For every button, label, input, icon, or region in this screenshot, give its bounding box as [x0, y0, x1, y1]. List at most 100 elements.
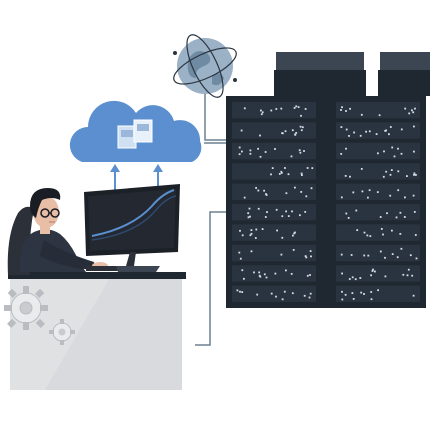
rack-led [261, 228, 264, 230]
server-rack-right [330, 52, 430, 308]
rack-led [413, 174, 415, 176]
rack-led [290, 155, 293, 158]
rack-led [349, 107, 351, 110]
rack-led [260, 113, 263, 116]
rack-led [370, 291, 373, 293]
rack-led [391, 253, 394, 255]
rack-led [340, 153, 343, 155]
rack-led [341, 298, 344, 301]
rack-led [258, 271, 261, 274]
rack-led [275, 108, 278, 110]
rack-led [384, 130, 387, 132]
rack-led [385, 129, 387, 132]
rack-led [248, 207, 251, 210]
rack-led [385, 170, 388, 173]
rack-unit [336, 244, 420, 262]
rack-led [367, 254, 370, 257]
rack-led [266, 211, 268, 213]
rack-led [284, 130, 287, 133]
rack-led [306, 167, 309, 169]
rack-led [371, 270, 374, 272]
rack-led [260, 109, 262, 112]
server-rack-left [226, 52, 366, 308]
rack-led [355, 209, 358, 212]
rack-led [391, 229, 393, 232]
globe-to-rack-line [204, 88, 236, 141]
rack-led [352, 191, 355, 194]
rack-led [257, 207, 260, 210]
rack-led [374, 270, 376, 273]
rack-led [241, 291, 244, 293]
rack-led [259, 155, 262, 158]
rack-led [340, 253, 343, 256]
rack-led [263, 273, 266, 276]
rack-led [292, 249, 295, 251]
rack-led [378, 114, 381, 117]
rack-led [351, 276, 354, 279]
rack-led [258, 274, 261, 277]
rack-led [369, 235, 372, 237]
rack-led [239, 229, 241, 232]
rack-led [399, 233, 402, 235]
rack-led [363, 254, 366, 257]
monitor [84, 184, 180, 272]
rack-led [303, 150, 305, 152]
rack-led [304, 108, 307, 110]
connector-lines [195, 88, 236, 346]
rack-led [270, 109, 273, 112]
rack-divider [322, 96, 330, 308]
rack-led [412, 294, 415, 297]
rack-led [411, 274, 414, 277]
rack-led [300, 172, 303, 175]
gear-small-icon [49, 319, 75, 345]
rack-led [297, 106, 300, 108]
rack-unit [336, 285, 420, 302]
rack-led [403, 216, 406, 218]
rack-led [276, 229, 278, 232]
rack-led [280, 107, 283, 110]
rack-led [247, 212, 250, 215]
rack-led [243, 196, 246, 199]
rack-led [363, 231, 366, 234]
rack-led [386, 212, 388, 215]
cloud-icon [69, 100, 202, 162]
rack-led [412, 111, 415, 114]
rack-led [241, 150, 243, 153]
rack-led [365, 130, 367, 133]
rack-led [360, 291, 363, 294]
rack-led [340, 109, 342, 111]
rack-led [402, 273, 405, 276]
rack-led [264, 216, 267, 218]
desk-to-rack-line [195, 211, 236, 346]
rack-led [389, 173, 392, 176]
rack-led [249, 152, 252, 155]
rack-led [270, 173, 272, 176]
rack-led [303, 294, 306, 297]
rack-led [250, 229, 253, 231]
rack-led [376, 191, 379, 193]
rack-led [285, 269, 287, 272]
rack-unit [336, 102, 420, 119]
rack-led [241, 269, 244, 272]
rack-led [292, 234, 294, 237]
rack-led [390, 169, 393, 171]
rack-led [310, 255, 312, 258]
rack-unit [232, 163, 316, 180]
rack-led [259, 275, 262, 278]
rack-unit [232, 265, 316, 282]
rack-unit [232, 244, 316, 262]
rack-led [363, 293, 365, 295]
rack-led [408, 112, 411, 115]
rack-led [379, 216, 382, 218]
rack-led [383, 150, 385, 153]
rack-led [359, 277, 362, 279]
person-avatar [19, 188, 108, 272]
rack-top-cap [276, 52, 364, 72]
rack-led [413, 211, 416, 213]
rack-led [249, 215, 251, 218]
rack-led [280, 172, 283, 174]
rack-led [301, 126, 304, 129]
rack-led [375, 133, 378, 135]
rack-led [411, 109, 413, 112]
gear-icon [4, 286, 48, 330]
